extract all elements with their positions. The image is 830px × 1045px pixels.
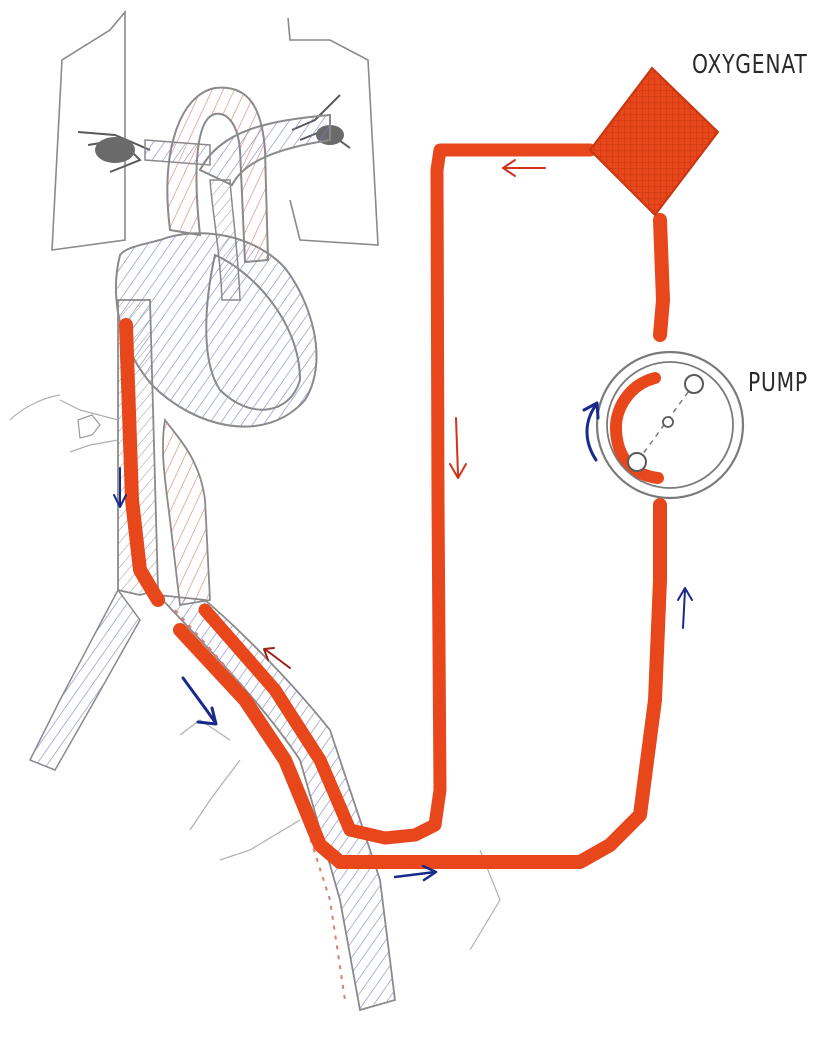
left-lung-outline [52, 12, 125, 250]
return-line [660, 220, 663, 335]
arrow-return-down [450, 418, 466, 478]
hand-sketch [78, 415, 100, 438]
iliac-left [30, 590, 140, 770]
oxygenator-label: OXYGENAT [692, 50, 808, 80]
pump-roller-bottom [628, 453, 646, 471]
left-pulmonary-branch [145, 140, 210, 165]
pump-roller-top [685, 375, 703, 393]
arrow-drainage-up [678, 588, 692, 628]
arrow-oxygenator-outflow [503, 160, 545, 176]
arrow-pump-rotation [584, 403, 598, 460]
oxygenator-body [590, 68, 718, 215]
descending-aorta [163, 420, 210, 605]
pump-rotor-center [663, 417, 673, 427]
oxygenator [590, 68, 718, 215]
pump-label: PUMP [748, 368, 808, 398]
arrow-ivc-down [183, 678, 216, 724]
